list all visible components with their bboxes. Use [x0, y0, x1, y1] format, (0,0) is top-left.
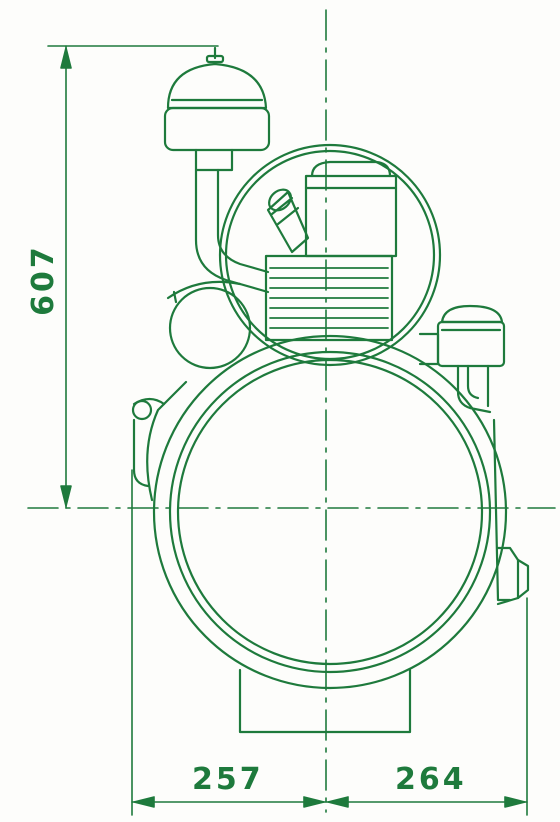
- starter-nut: [496, 546, 530, 606]
- left-arrow-inner: [303, 796, 325, 808]
- height-arrow-bottom: [60, 485, 72, 507]
- cylinder-fins-frame: [264, 254, 394, 342]
- fuel-pump: [418, 304, 506, 414]
- pulley-outer: [168, 286, 252, 370]
- right-arrow-outer: [504, 796, 526, 808]
- flywheel-housing: [146, 334, 512, 690]
- fuel-pump-top: [440, 304, 504, 324]
- spark-plug-line-2: [276, 206, 300, 226]
- spark-plug-cap: [268, 188, 292, 212]
- intake-pipe-inner: [216, 168, 270, 274]
- cooling-fins: [269, 267, 389, 329]
- air-filter-outlet: [194, 148, 234, 172]
- height-dimension: [47, 45, 219, 509]
- left-bracket-lower: [132, 418, 150, 488]
- starter-nut-body: [496, 546, 530, 606]
- fuel-pipe-1: [456, 364, 492, 414]
- width-dimensions: [131, 469, 528, 816]
- oil-sump: [238, 668, 412, 734]
- air-filter-knob-cap: [205, 54, 225, 64]
- fan-housing-outer: [218, 143, 442, 367]
- right-arrow-inner: [327, 796, 349, 808]
- cylinder-block: [264, 160, 398, 342]
- fuel-pump-bracket: [418, 332, 440, 366]
- flywheel-outer-ring: [152, 334, 508, 690]
- oil-sump-body: [238, 668, 412, 734]
- left-width-dimension-label: 257: [192, 762, 264, 797]
- spark-plug: [266, 188, 310, 254]
- right-width-dimension-label: 264: [395, 762, 467, 797]
- pulley: [166, 280, 252, 370]
- flywheel-ring-2: [168, 350, 492, 674]
- housing-right-side: [492, 418, 512, 602]
- height-dimension-label: 607: [26, 244, 61, 316]
- height-arrow-top: [60, 47, 72, 69]
- air-filter-dome: [166, 62, 268, 110]
- spark-plug-body: [266, 190, 310, 254]
- left-bracket: [131, 397, 166, 488]
- centerlines: [27, 9, 556, 813]
- air-filter: [163, 46, 271, 172]
- intake-pipe: [194, 168, 270, 294]
- air-filter-body: [163, 106, 271, 152]
- left-bracket-arm: [132, 397, 166, 406]
- flywheel-ring-3: [176, 358, 484, 666]
- cylinder-head-top: [310, 160, 392, 178]
- fuel-pipe-2: [466, 364, 480, 400]
- intake-pipe-outer: [194, 168, 270, 294]
- spark-plug-line-1: [270, 196, 294, 216]
- left-arrow-outer: [133, 796, 155, 808]
- fuel-pump-body: [436, 320, 506, 368]
- housing-left-side: [146, 380, 188, 502]
- pulley-belt-side: [172, 290, 178, 304]
